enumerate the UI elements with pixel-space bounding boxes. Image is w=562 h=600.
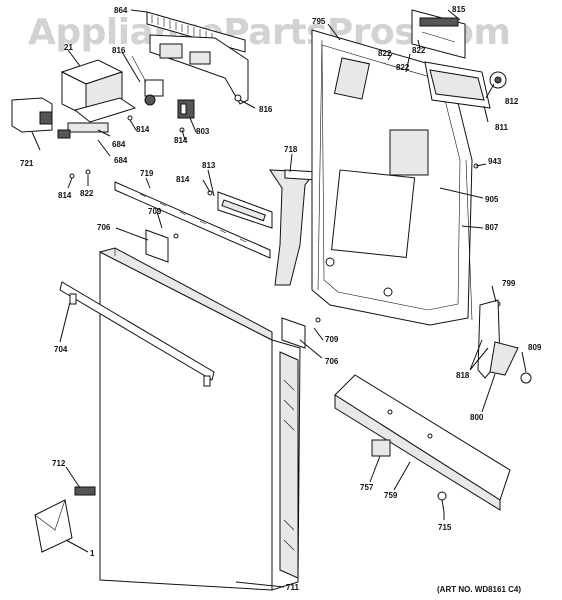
label-814-d: 814 [176, 175, 190, 184]
part-1-document [34, 499, 73, 553]
part-807-gasket [317, 39, 473, 321]
label-822-b: 822 [412, 46, 426, 55]
part-811-dispenser [424, 61, 507, 109]
label-807: 807 [485, 223, 499, 232]
part-918 [131, 55, 164, 106]
label-684-b: 684 [114, 156, 128, 165]
label-812: 812 [505, 97, 519, 106]
art-number: (ART NO. WD8161 C4) [437, 585, 522, 594]
label-718: 718 [284, 145, 298, 154]
label-799: 799 [502, 279, 516, 288]
label-814-c: 814 [58, 191, 72, 200]
part-number-labels: 864 815 795 21 816 822 822 822 812 811 8… [20, 5, 542, 592]
part-709-706-upper [145, 229, 179, 263]
part-813-bracket [217, 191, 273, 229]
part-795-inner-door [311, 29, 473, 326]
part-800-hinge [477, 299, 532, 384]
label-818: 818 [456, 371, 470, 380]
label-943: 943 [488, 157, 502, 166]
label-864: 864 [114, 6, 128, 15]
part-709-706-lower [281, 317, 321, 349]
label-684-a: 684 [112, 140, 126, 149]
part-684 [57, 122, 109, 139]
part-803 [177, 99, 195, 119]
label-813: 813 [202, 161, 216, 170]
part-719-panel [114, 181, 271, 259]
label-719: 719 [140, 169, 154, 178]
label-709-a: 709 [148, 207, 162, 216]
label-814-a: 814 [136, 125, 150, 134]
part-21-module [60, 59, 137, 123]
label-706-a: 706 [97, 223, 111, 232]
label-1: 1 [90, 549, 95, 558]
label-757: 757 [360, 483, 374, 492]
label-811: 811 [495, 123, 508, 132]
door-handle [59, 281, 215, 387]
part-704-outer-door [98, 247, 301, 591]
part-757-label [371, 439, 391, 457]
label-803: 803 [196, 127, 210, 136]
part-815 [411, 9, 466, 59]
label-711: 711 [286, 583, 299, 592]
label-822-a: 822 [378, 49, 392, 58]
label-21: 21 [64, 43, 73, 52]
part-816-bracket [149, 34, 249, 105]
label-759: 759 [384, 491, 398, 500]
part-759-toe-panel [334, 374, 511, 511]
label-814-b: 814 [174, 136, 188, 145]
label-918: 816 [112, 46, 126, 55]
label-816: 816 [259, 105, 273, 114]
leader-lines [31, 9, 527, 588]
label-822-c: 822 [396, 63, 410, 72]
label-822-d: 822 [80, 189, 94, 198]
label-905: 905 [485, 195, 499, 204]
label-706-b: 706 [325, 357, 339, 366]
label-712: 712 [52, 459, 66, 468]
label-704: 704 [54, 345, 68, 354]
label-715: 715 [438, 523, 452, 532]
label-809: 809 [528, 343, 542, 352]
label-795: 795 [312, 17, 326, 26]
part-711-trim [279, 351, 299, 579]
label-709-b: 709 [325, 335, 339, 344]
part-721 [11, 97, 53, 133]
part-712-badge [74, 486, 96, 496]
part-715-screw [437, 491, 447, 513]
label-800: 800 [470, 413, 484, 422]
label-815: 815 [452, 5, 466, 14]
label-721: 721 [20, 159, 34, 168]
part-718 [269, 169, 319, 286]
